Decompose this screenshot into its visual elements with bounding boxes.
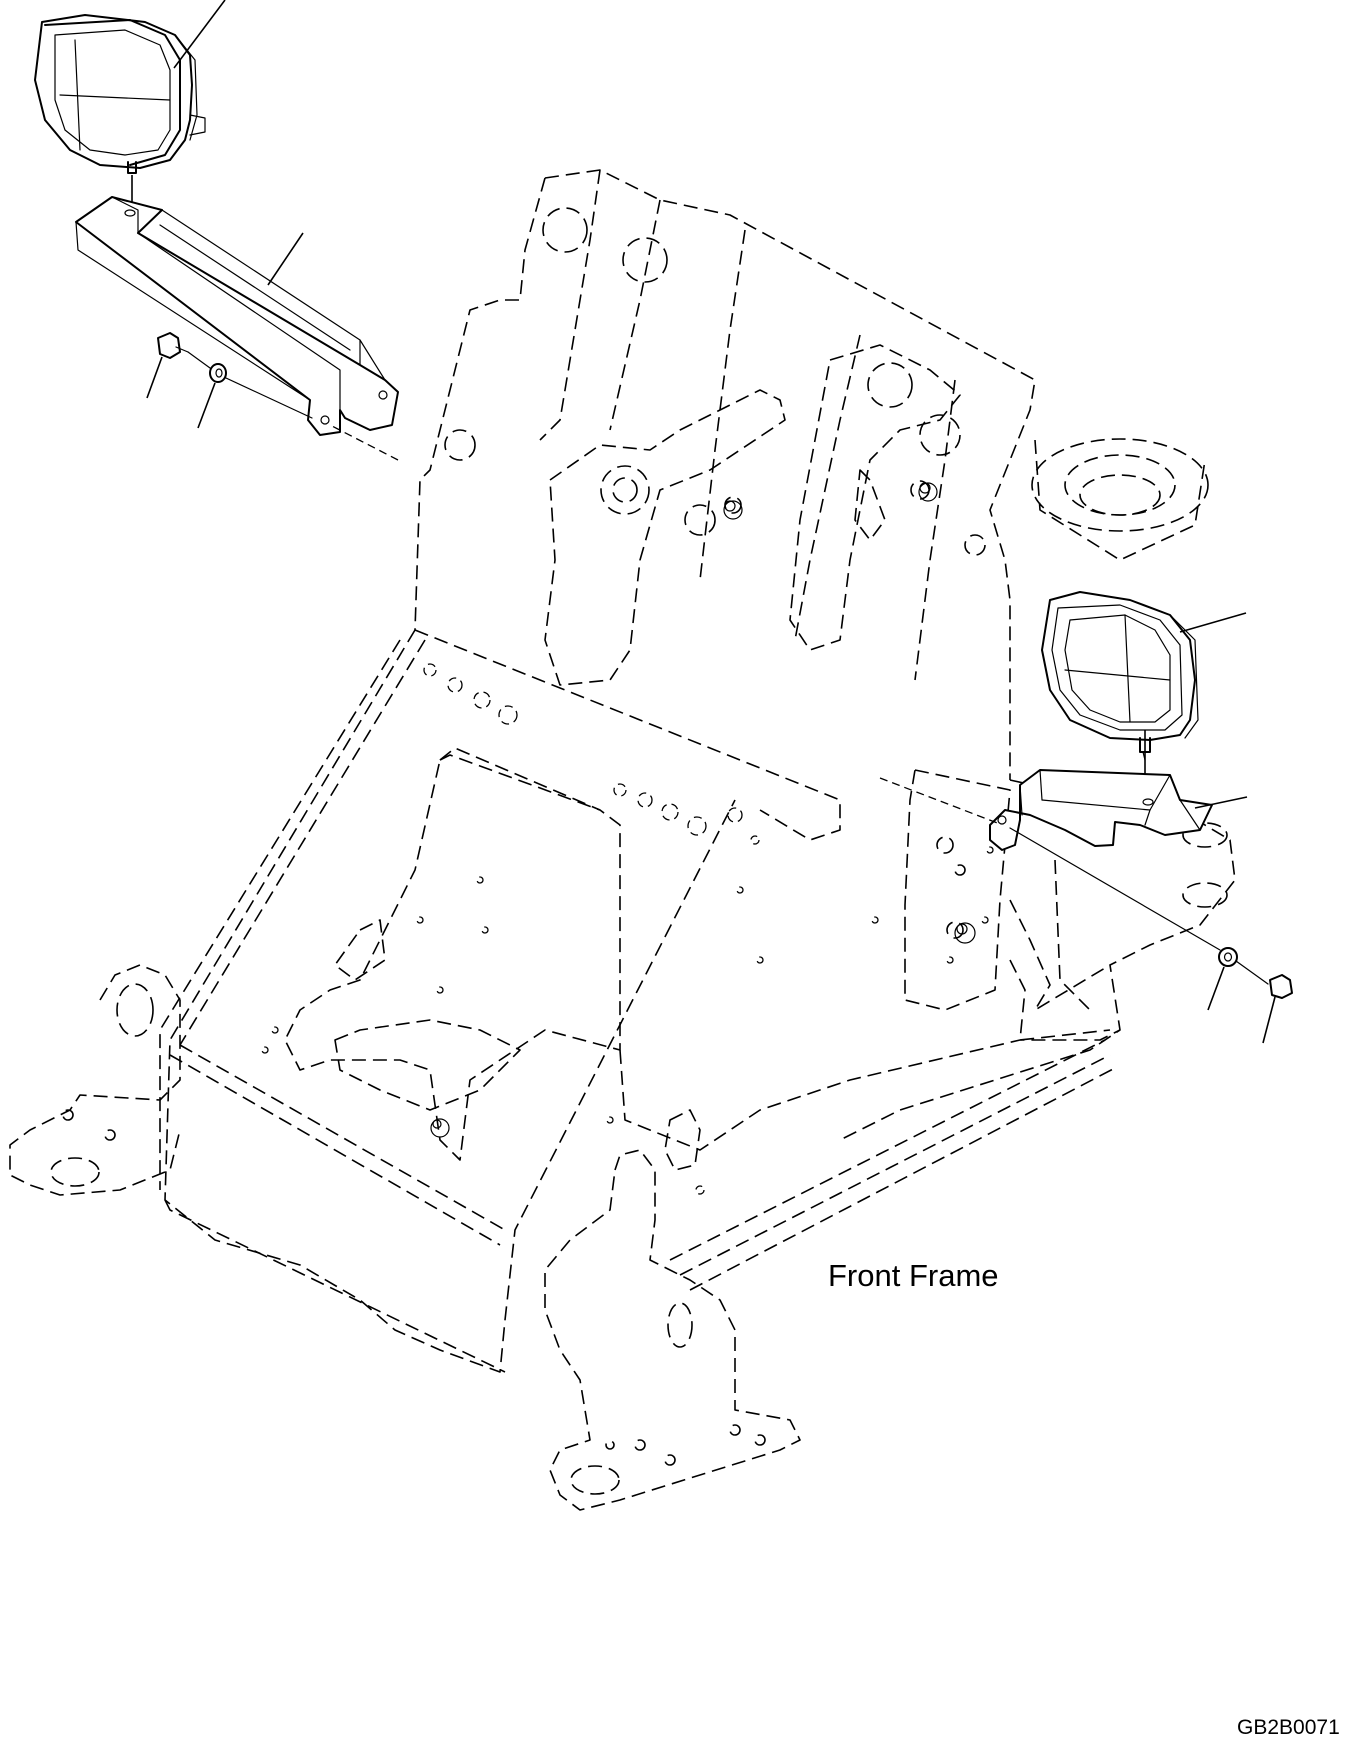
right-work-lamp <box>1041 591 1199 761</box>
right-bolt <box>1269 974 1293 999</box>
front-frame <box>9 169 1236 1511</box>
right-lamp-bracket <box>989 769 1213 851</box>
right-washer <box>1218 947 1238 967</box>
left-bolt <box>157 332 189 359</box>
left-washer <box>209 363 227 383</box>
front-frame-label: Front Frame <box>828 1258 999 1293</box>
drawing-id: GB2B0071 <box>1237 1716 1340 1739</box>
left-lamp-bracket <box>75 196 399 436</box>
left-work-lamp <box>34 14 206 174</box>
